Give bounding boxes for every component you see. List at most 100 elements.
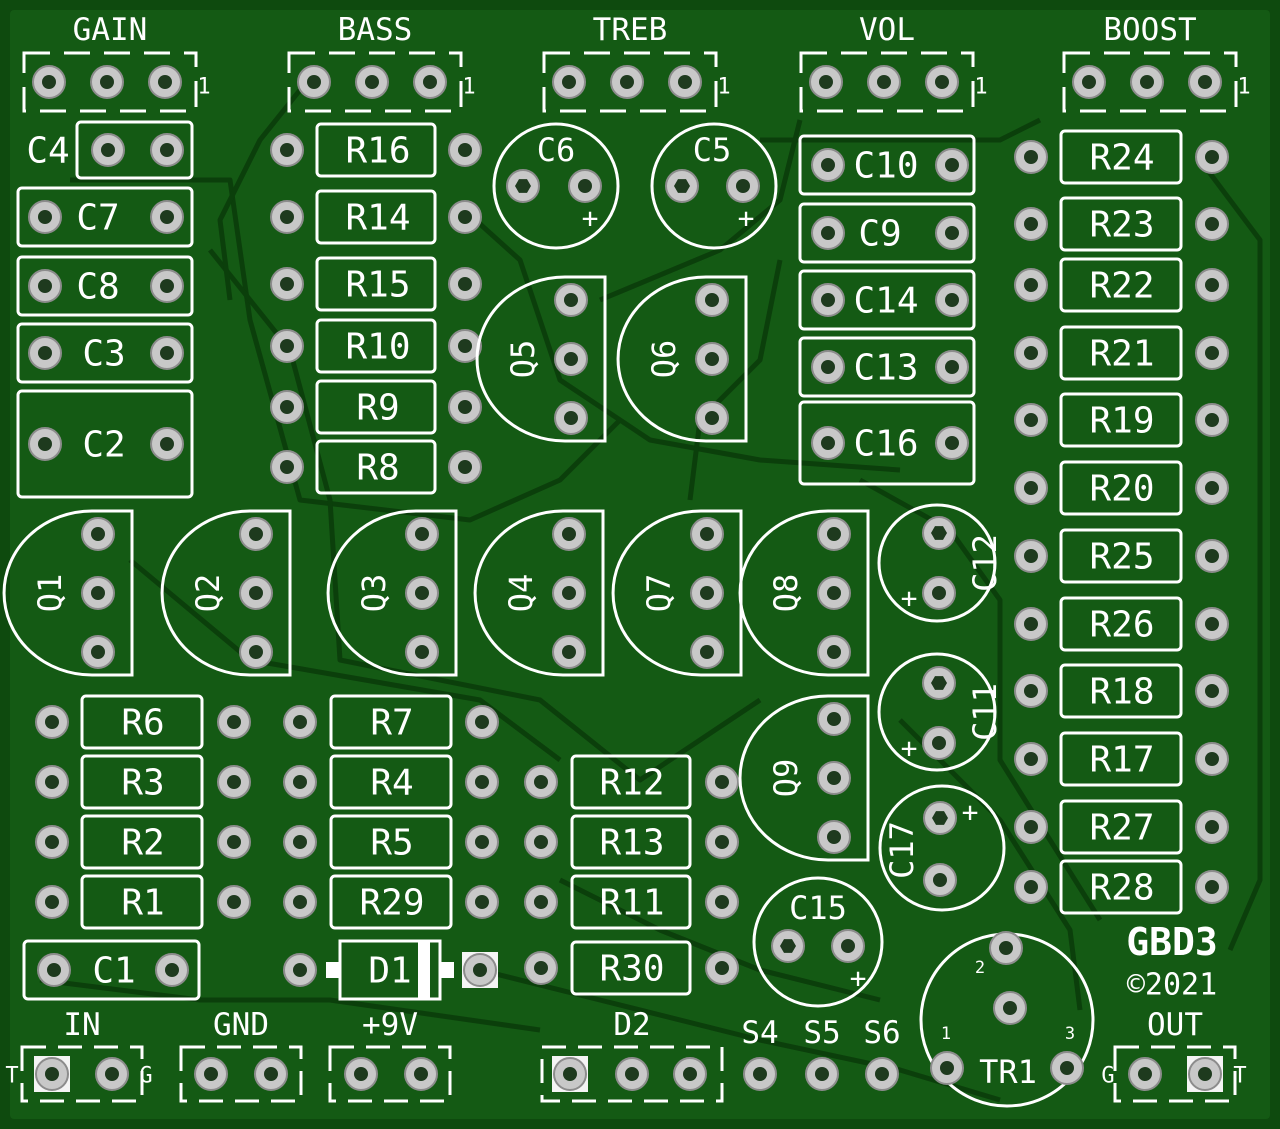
solder-pad	[615, 1057, 649, 1091]
solder-pad	[865, 1057, 899, 1091]
board-copyright: ©2021	[1127, 968, 1217, 1003]
film-cap-label: C14	[853, 281, 918, 322]
film-cap-c7: C7	[16, 186, 194, 248]
solder-pad	[817, 576, 851, 610]
trace	[479, 967, 1001, 1103]
solder-pad	[81, 635, 115, 669]
solder-pad	[935, 350, 969, 384]
solder-pad	[1195, 539, 1229, 573]
resistor-label: R29	[359, 883, 424, 924]
film-cap-c16: C16	[798, 400, 976, 486]
solder-pad	[283, 953, 317, 987]
solder-pad	[922, 666, 956, 700]
connector-9v: +9V	[328, 1007, 452, 1103]
electrolytic-label: C15	[789, 889, 847, 927]
solder-pad	[817, 702, 851, 736]
resistor-label: R12	[599, 763, 664, 804]
solder-pad	[28, 427, 62, 461]
solder-pad	[283, 765, 317, 799]
solder-pad	[32, 65, 66, 99]
solder-pad	[1128, 1057, 1162, 1091]
solder-pad	[935, 426, 969, 460]
board-name: GBD3	[1126, 920, 1218, 964]
solder-pad	[448, 390, 482, 424]
solder-pad	[1050, 1051, 1084, 1085]
trace	[599, 119, 803, 303]
solder-pad	[1195, 810, 1229, 844]
solder-pad	[690, 576, 724, 610]
resistor-label: R28	[1089, 868, 1154, 909]
solder-pad	[448, 450, 482, 484]
connector-gnd: GND	[179, 1007, 303, 1103]
polarity-mark: +	[962, 796, 979, 829]
resistor-r5: R5	[283, 814, 499, 870]
connector-label: IN	[63, 1007, 100, 1043]
solder-pad	[665, 169, 699, 203]
solder-pad	[270, 390, 304, 424]
connector-s5: S5	[803, 1015, 841, 1091]
solder-pad	[1014, 207, 1048, 241]
solder-pad	[726, 169, 760, 203]
resistor-r23: R23	[1014, 196, 1229, 252]
solder-pad	[923, 863, 957, 897]
resistor-r15: R15	[270, 256, 482, 312]
components: GAIN1BASS1TREB1VOL1BOOST1C4C7C8C3C2C1C10…	[2, 12, 1251, 1108]
solder-pad	[270, 267, 304, 301]
polarity-mark: +	[850, 962, 867, 995]
solder-pad	[811, 426, 845, 460]
solder-pad	[923, 801, 957, 835]
transistor-q7: Q7	[611, 509, 743, 677]
transistor-q3: Q3	[326, 509, 458, 677]
transistor-q5: Q5	[475, 275, 607, 443]
pot-label: BOOST	[1103, 12, 1196, 48]
resistor-label: R3	[121, 763, 164, 804]
solder-pad	[270, 450, 304, 484]
connector-s6: S6	[863, 1015, 901, 1091]
trace	[1198, 158, 1263, 951]
solder-pad	[568, 169, 602, 203]
resistor-label: R15	[345, 265, 410, 306]
connector-s4: S4	[741, 1015, 779, 1091]
solder-pad	[355, 65, 389, 99]
film-cap-label: C2	[82, 425, 125, 466]
electrolytic-c17: C17+	[878, 784, 1006, 912]
pot-label: TREB	[593, 12, 668, 48]
solder-pad	[930, 1051, 964, 1085]
solder-pad	[404, 1057, 438, 1091]
resistor-r18: R18	[1014, 663, 1229, 719]
solder-pad	[344, 1057, 378, 1091]
solder-pad	[989, 931, 1023, 965]
solder-pad	[239, 517, 273, 551]
solder-pad	[1195, 870, 1229, 904]
resistor-r21: R21	[1014, 325, 1229, 381]
resistor-r26: R26	[1014, 596, 1229, 652]
pin-1-marker: 1	[197, 75, 210, 100]
solder-pad	[283, 825, 317, 859]
solder-pad	[771, 929, 805, 963]
transistor-label: Q1	[31, 574, 69, 613]
solder-pad	[506, 169, 540, 203]
solder-pad	[817, 761, 851, 795]
solder-pad	[1188, 65, 1222, 99]
transistor-q6: Q6	[616, 275, 748, 443]
resistor-r4: R4	[283, 754, 499, 810]
resistor-r14: R14	[270, 189, 482, 245]
solder-pad	[811, 148, 845, 182]
solder-pad	[35, 765, 69, 799]
solder-pad	[28, 269, 62, 303]
solder-pad	[465, 885, 499, 919]
resistor-r10: R10	[270, 318, 482, 374]
resistor-r1: R1	[35, 874, 251, 930]
solder-pad	[217, 825, 251, 859]
resistor-label: R26	[1089, 605, 1154, 646]
pin-marker: T	[1233, 1064, 1246, 1089]
film-cap-label: C16	[853, 424, 918, 465]
solder-pad	[922, 516, 956, 550]
connector-label: S4	[741, 1015, 778, 1051]
solder-pad	[1014, 336, 1048, 370]
resistor-r12: R12	[524, 754, 739, 810]
solder-pad	[239, 635, 273, 669]
